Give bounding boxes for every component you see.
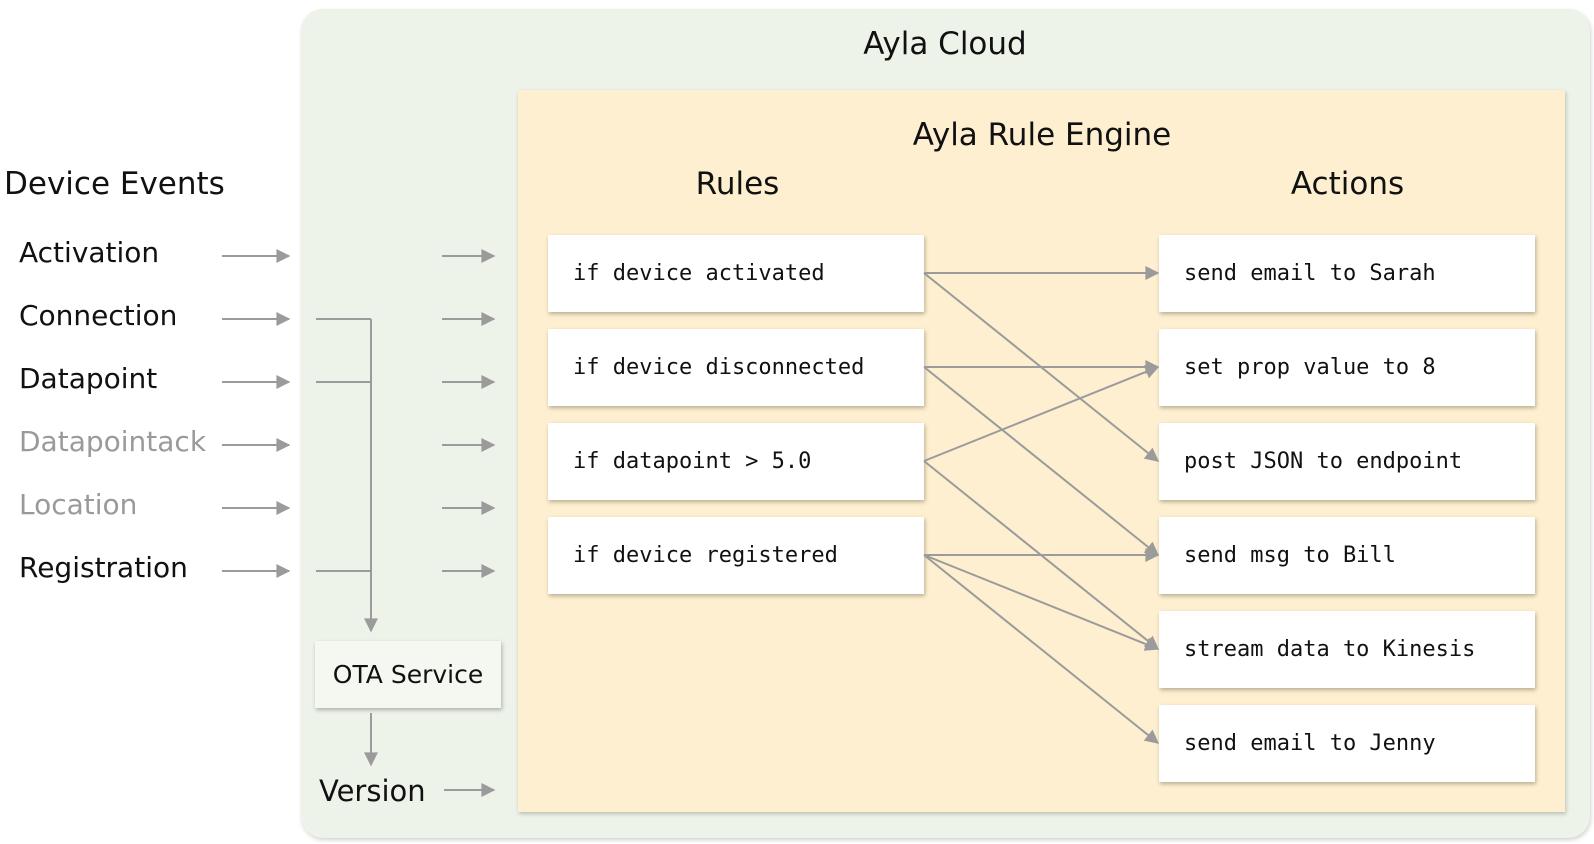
rule-box: if device registered <box>548 517 924 594</box>
action-box: send email to Sarah <box>1159 235 1535 312</box>
action-box: send msg to Bill <box>1159 517 1535 594</box>
rule-box: if device disconnected <box>548 329 924 406</box>
rule-box: if datapoint > 5.0 <box>548 423 924 500</box>
action-box: send email to Jenny <box>1159 705 1535 782</box>
rule-action-arrow <box>923 554 1160 744</box>
event-location: Location <box>19 488 138 521</box>
version-label: Version <box>319 774 426 808</box>
event-activation: Activation <box>19 236 160 269</box>
event-datapoint: Datapoint <box>19 362 158 395</box>
ota-service-box: OTA Service <box>315 641 501 708</box>
device-events-heading: Device Events <box>4 166 225 202</box>
action-box: set prop value to 8 <box>1159 329 1535 406</box>
rule-box: if device activated <box>548 235 924 312</box>
event-registration: Registration <box>19 551 188 584</box>
event-connection: Connection <box>19 299 178 332</box>
action-box: stream data to Kinesis <box>1159 611 1535 688</box>
rule-action-arrow <box>923 365 1160 462</box>
cloud-title: Ayla Cloud <box>863 26 1027 62</box>
event-datapointack: Datapointack <box>19 425 207 458</box>
rule-action-arrow <box>923 554 1160 651</box>
action-box: post JSON to endpoint <box>1159 423 1535 500</box>
rule-engine-title: Ayla Rule Engine <box>912 117 1172 153</box>
rule-action-arrow <box>923 366 1160 556</box>
rules-heading: Rules <box>695 166 780 202</box>
actions-heading: Actions <box>1290 166 1405 202</box>
